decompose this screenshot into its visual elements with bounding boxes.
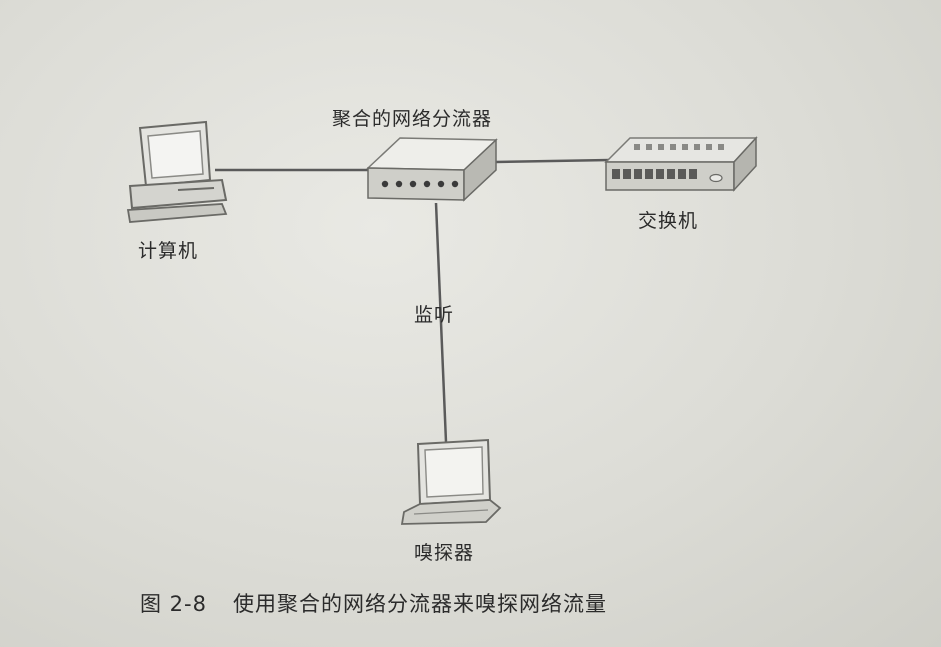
switch-top-ports xyxy=(634,144,724,150)
computer-label: 计算机 xyxy=(138,240,199,262)
switch-ports xyxy=(612,169,697,179)
network-switch-icon xyxy=(604,136,758,192)
figure-caption: 图 2-8 使用聚合的网络分流器来嗅探网络流量 xyxy=(140,588,607,618)
connection-lines xyxy=(215,158,611,443)
edge-tap-switch xyxy=(494,158,611,164)
edge-tap-sniffer xyxy=(434,202,448,443)
edge-label-monitor: 监听 xyxy=(414,304,455,326)
desktop-computer-icon xyxy=(126,120,228,223)
network-tap-icon xyxy=(366,137,498,202)
tap-port-leds xyxy=(381,180,459,188)
sniffer-label: 嗅探器 xyxy=(414,542,475,564)
figure-caption-text: 使用聚合的网络分流器来嗅探网络流量 xyxy=(232,592,607,616)
tap-label: 聚合的网络分流器 xyxy=(332,108,493,130)
switch-label: 交换机 xyxy=(638,210,699,232)
figure-number: 图 2-8 xyxy=(140,592,207,616)
laptop-icon xyxy=(400,438,502,525)
